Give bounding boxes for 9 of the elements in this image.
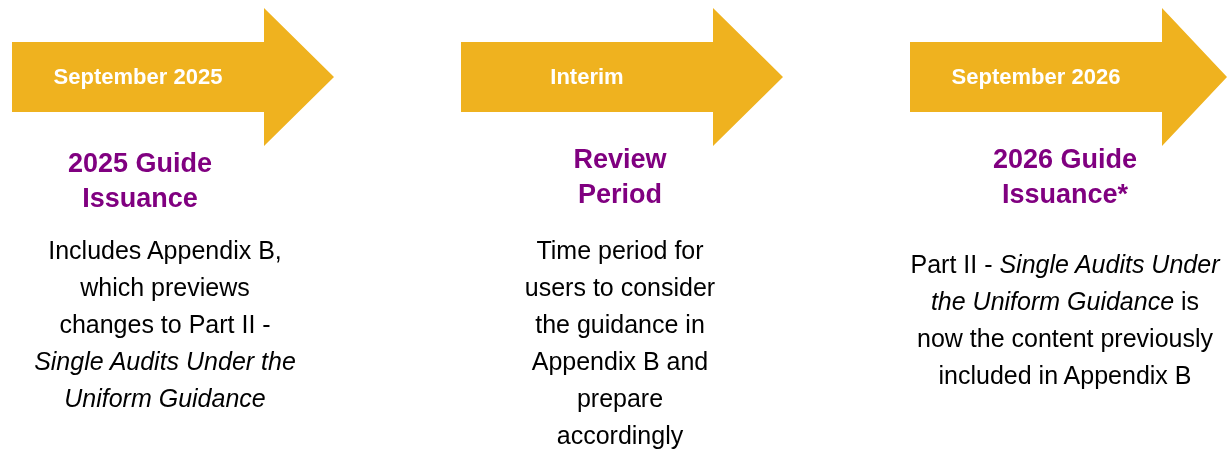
date-label: September 2026 bbox=[950, 64, 1122, 90]
heading: 2026 Guide Issuance* bbox=[991, 143, 1139, 211]
description-text: Time period for users to consider the guidance in Appendix B and prepare accordingly bbox=[523, 235, 717, 450]
date-label: September 2025 bbox=[52, 64, 224, 90]
heading: 2025 Guide Issuance bbox=[66, 147, 214, 215]
heading: Review Period bbox=[572, 143, 668, 211]
description-text: Part II - Single Audits Under the Uniform Guidance is now the content previously included in Appendix B bbox=[909, 249, 1222, 391]
date-label: Interim bbox=[549, 64, 625, 90]
description-text: Includes Appendix B, which previews changes to Part II - Single Audits Under the Uniform Guidance bbox=[33, 235, 297, 414]
